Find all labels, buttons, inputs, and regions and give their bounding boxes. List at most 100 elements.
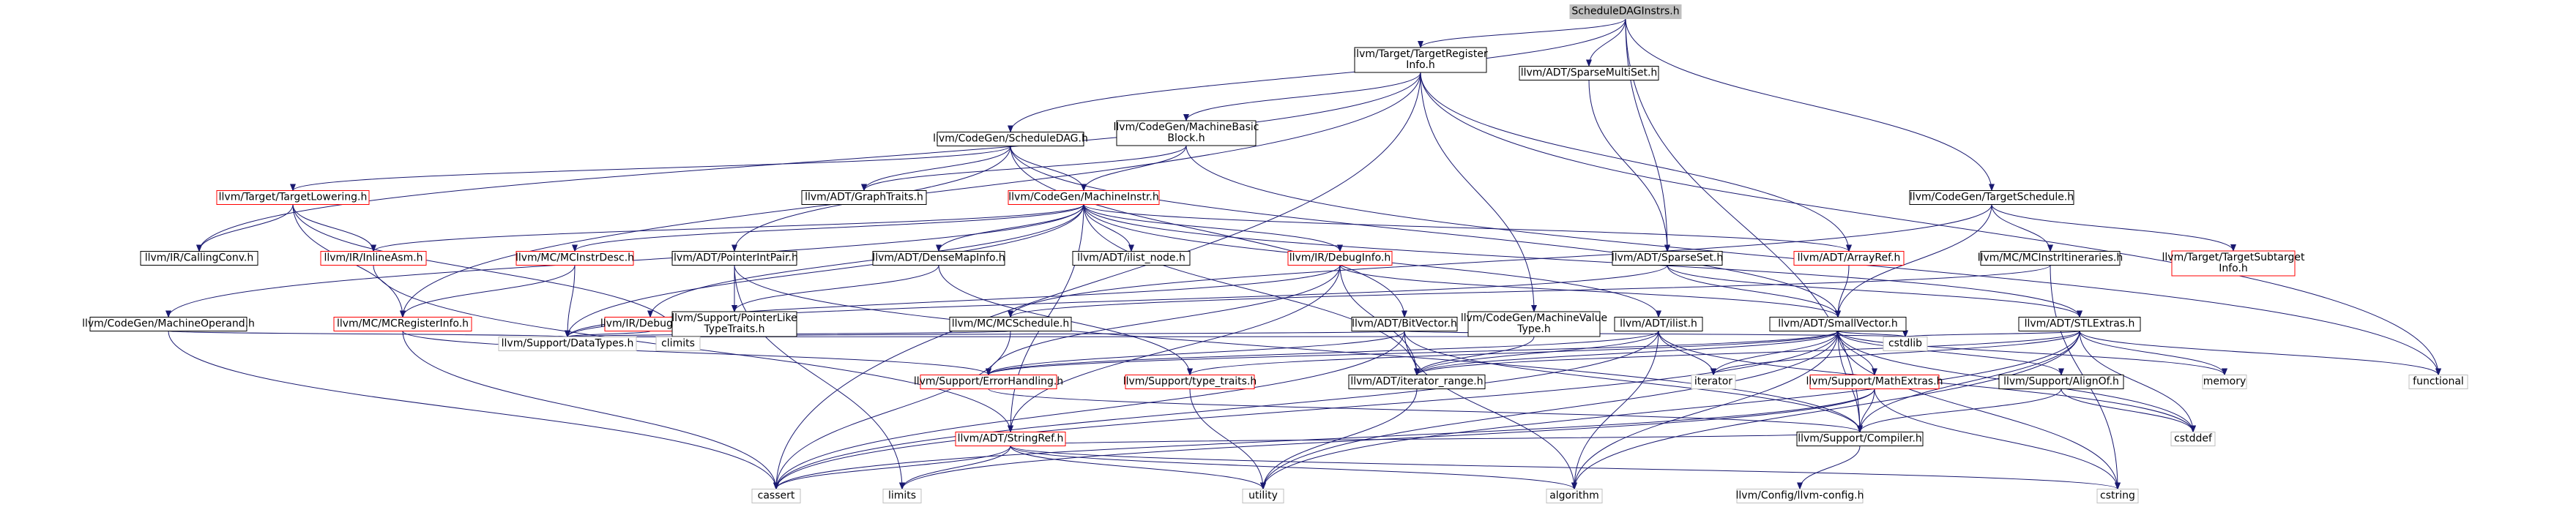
node-box[interactable] — [333, 317, 472, 331]
node-box[interactable] — [751, 489, 801, 503]
node-box[interactable] — [140, 251, 258, 266]
node-box[interactable] — [1467, 311, 1601, 337]
graph-node[interactable]: llvm/CodeGen/MachineInstr.h — [1008, 190, 1160, 205]
graph-node[interactable]: llvm/IR/CallingConv.h — [140, 251, 258, 266]
node-box[interactable] — [1691, 375, 1736, 389]
graph-node[interactable]: llvm/CodeGen/MachineOperand.h — [82, 317, 255, 331]
graph-node[interactable]: cstring — [2096, 489, 2139, 503]
node-box[interactable] — [216, 190, 370, 205]
node-box[interactable] — [1569, 4, 1682, 19]
graph-node[interactable]: llvm/ADT/SmallVector.h — [1769, 317, 1907, 331]
node-box[interactable] — [949, 317, 1072, 331]
graph-node[interactable]: llvm/ADT/StringRef.h — [955, 432, 1066, 446]
node-box[interactable] — [882, 489, 922, 503]
node-box[interactable] — [1614, 317, 1703, 331]
graph-node[interactable]: llvm/Support/DataTypes.h — [498, 337, 637, 351]
graph-node[interactable]: llvm/MC/MCInstrDesc.h — [515, 251, 634, 266]
graph-node[interactable]: limits — [882, 489, 922, 503]
graph-node[interactable]: llvm/Target/TargetLowering.h — [216, 190, 370, 205]
node-box[interactable] — [2018, 317, 2141, 331]
node-box[interactable] — [1072, 251, 1191, 266]
node-box[interactable] — [1796, 432, 1924, 446]
graph-node[interactable]: llvm/ADT/GraphTraits.h — [801, 190, 927, 205]
node-box[interactable] — [320, 251, 427, 266]
graph-node[interactable]: llvm/MC/MCInstrItineraries.h — [1978, 251, 2123, 266]
node-box[interactable] — [872, 251, 1005, 266]
node-box[interactable] — [1736, 489, 1864, 503]
node-box[interactable] — [1008, 190, 1160, 205]
graph-node[interactable]: cstddef — [2170, 432, 2216, 446]
graph-node[interactable]: llvm/Support/ErrorHandling.h — [914, 375, 1063, 389]
graph-node[interactable]: llvm/MC/MCRegisterInfo.h — [333, 317, 472, 331]
node-box[interactable] — [1519, 66, 1659, 80]
node-box[interactable] — [515, 251, 634, 266]
graph-node[interactable]: llvm/ADT/SparseSet.h — [1612, 251, 1723, 266]
node-box[interactable] — [671, 251, 797, 266]
node-box[interactable] — [1351, 317, 1458, 331]
graph-node[interactable]: llvm/ADT/ilist.h — [1614, 317, 1703, 331]
graph-node[interactable]: llvm/ADT/SparseMultiSet.h — [1519, 66, 1659, 80]
graph-node[interactable]: cassert — [751, 489, 801, 503]
node-box[interactable] — [1287, 251, 1393, 266]
node-box[interactable] — [1348, 375, 1486, 389]
node-box[interactable] — [1980, 251, 2121, 266]
graph-node[interactable]: llvm/CodeGen/ScheduleDAG.h — [933, 132, 1088, 146]
node-box[interactable] — [1809, 375, 1940, 389]
graph-node[interactable]: llvm/ADT/ilist_node.h — [1072, 251, 1191, 266]
node-box[interactable] — [801, 190, 927, 205]
node-box[interactable] — [2408, 375, 2468, 389]
node-box[interactable] — [89, 317, 247, 331]
graph-node[interactable]: llvm/ADT/PointerIntPair.h — [671, 251, 798, 266]
graph-node[interactable]: utility — [1242, 489, 1284, 503]
graph-node[interactable]: iterator — [1691, 375, 1736, 389]
graph-node[interactable]: llvm/Support/type_traits.h — [1123, 375, 1257, 389]
node-box[interactable] — [2170, 432, 2216, 446]
graph-node[interactable]: llvm/ADT/ArrayRef.h — [1793, 251, 1905, 266]
node-box[interactable] — [498, 337, 637, 351]
graph-node[interactable]: llvm/Support/AlignOf.h — [1998, 375, 2124, 389]
graph-node[interactable]: llvm/IR/InlineAsm.h — [320, 251, 427, 266]
graph-node[interactable]: llvm/Config/llvm-config.h — [1736, 489, 1864, 503]
node-box[interactable] — [2202, 375, 2247, 389]
graph-node[interactable]: llvm/CodeGen/TargetSchedule.h — [1909, 190, 2074, 205]
edge-n3-n5 — [290, 146, 1011, 192]
graph-node[interactable]: llvm/Support/MathExtras.h — [1806, 375, 1943, 389]
graph-node[interactable]: llvm/ADT/STLExtras.h — [2018, 317, 2141, 331]
node-box[interactable] — [1909, 190, 2074, 205]
node-box[interactable] — [1125, 375, 1255, 389]
graph-node[interactable]: llvm/MC/MCSchedule.h — [949, 317, 1072, 331]
node-box[interactable] — [1883, 337, 1928, 351]
node-box[interactable] — [1116, 120, 1257, 146]
graph-node[interactable]: cstdlib — [1883, 337, 1928, 351]
graph-node[interactable]: climits — [655, 337, 701, 351]
graph-node[interactable]: ScheduleDAGInstrs.h — [1569, 4, 1682, 19]
graph-node[interactable]: memory — [2202, 375, 2247, 389]
node-box[interactable] — [1612, 251, 1723, 266]
node-box[interactable] — [671, 311, 797, 337]
graph-node[interactable]: llvm/ADT/DenseMapInfo.h — [872, 251, 1005, 266]
node-box[interactable] — [1242, 489, 1284, 503]
edge-n1-n9 — [196, 72, 1421, 252]
node-box[interactable] — [655, 337, 701, 351]
graph-node[interactable]: llvm/IR/DebugInfo.h — [1287, 251, 1393, 266]
node-box[interactable] — [2096, 489, 2139, 503]
graph-node[interactable]: llvm/ADT/BitVector.h — [1351, 317, 1458, 331]
graph-node[interactable]: algorithm — [1546, 489, 1603, 503]
node-box[interactable] — [937, 132, 1084, 146]
graph-node[interactable]: functional — [2408, 375, 2468, 389]
node-box[interactable] — [1769, 317, 1907, 331]
node-box[interactable] — [1793, 251, 1905, 266]
node-box[interactable] — [1998, 375, 2124, 389]
graph-node[interactable]: llvm/Support/Compiler.h — [1796, 432, 1924, 446]
graph-node[interactable]: llvm/ADT/iterator_range.h — [1348, 375, 1486, 389]
node-box[interactable] — [1546, 489, 1603, 503]
node-box[interactable] — [1354, 47, 1487, 73]
node-box[interactable] — [955, 432, 1066, 446]
node-box[interactable] — [2171, 250, 2296, 277]
node-box[interactable] — [920, 375, 1057, 389]
